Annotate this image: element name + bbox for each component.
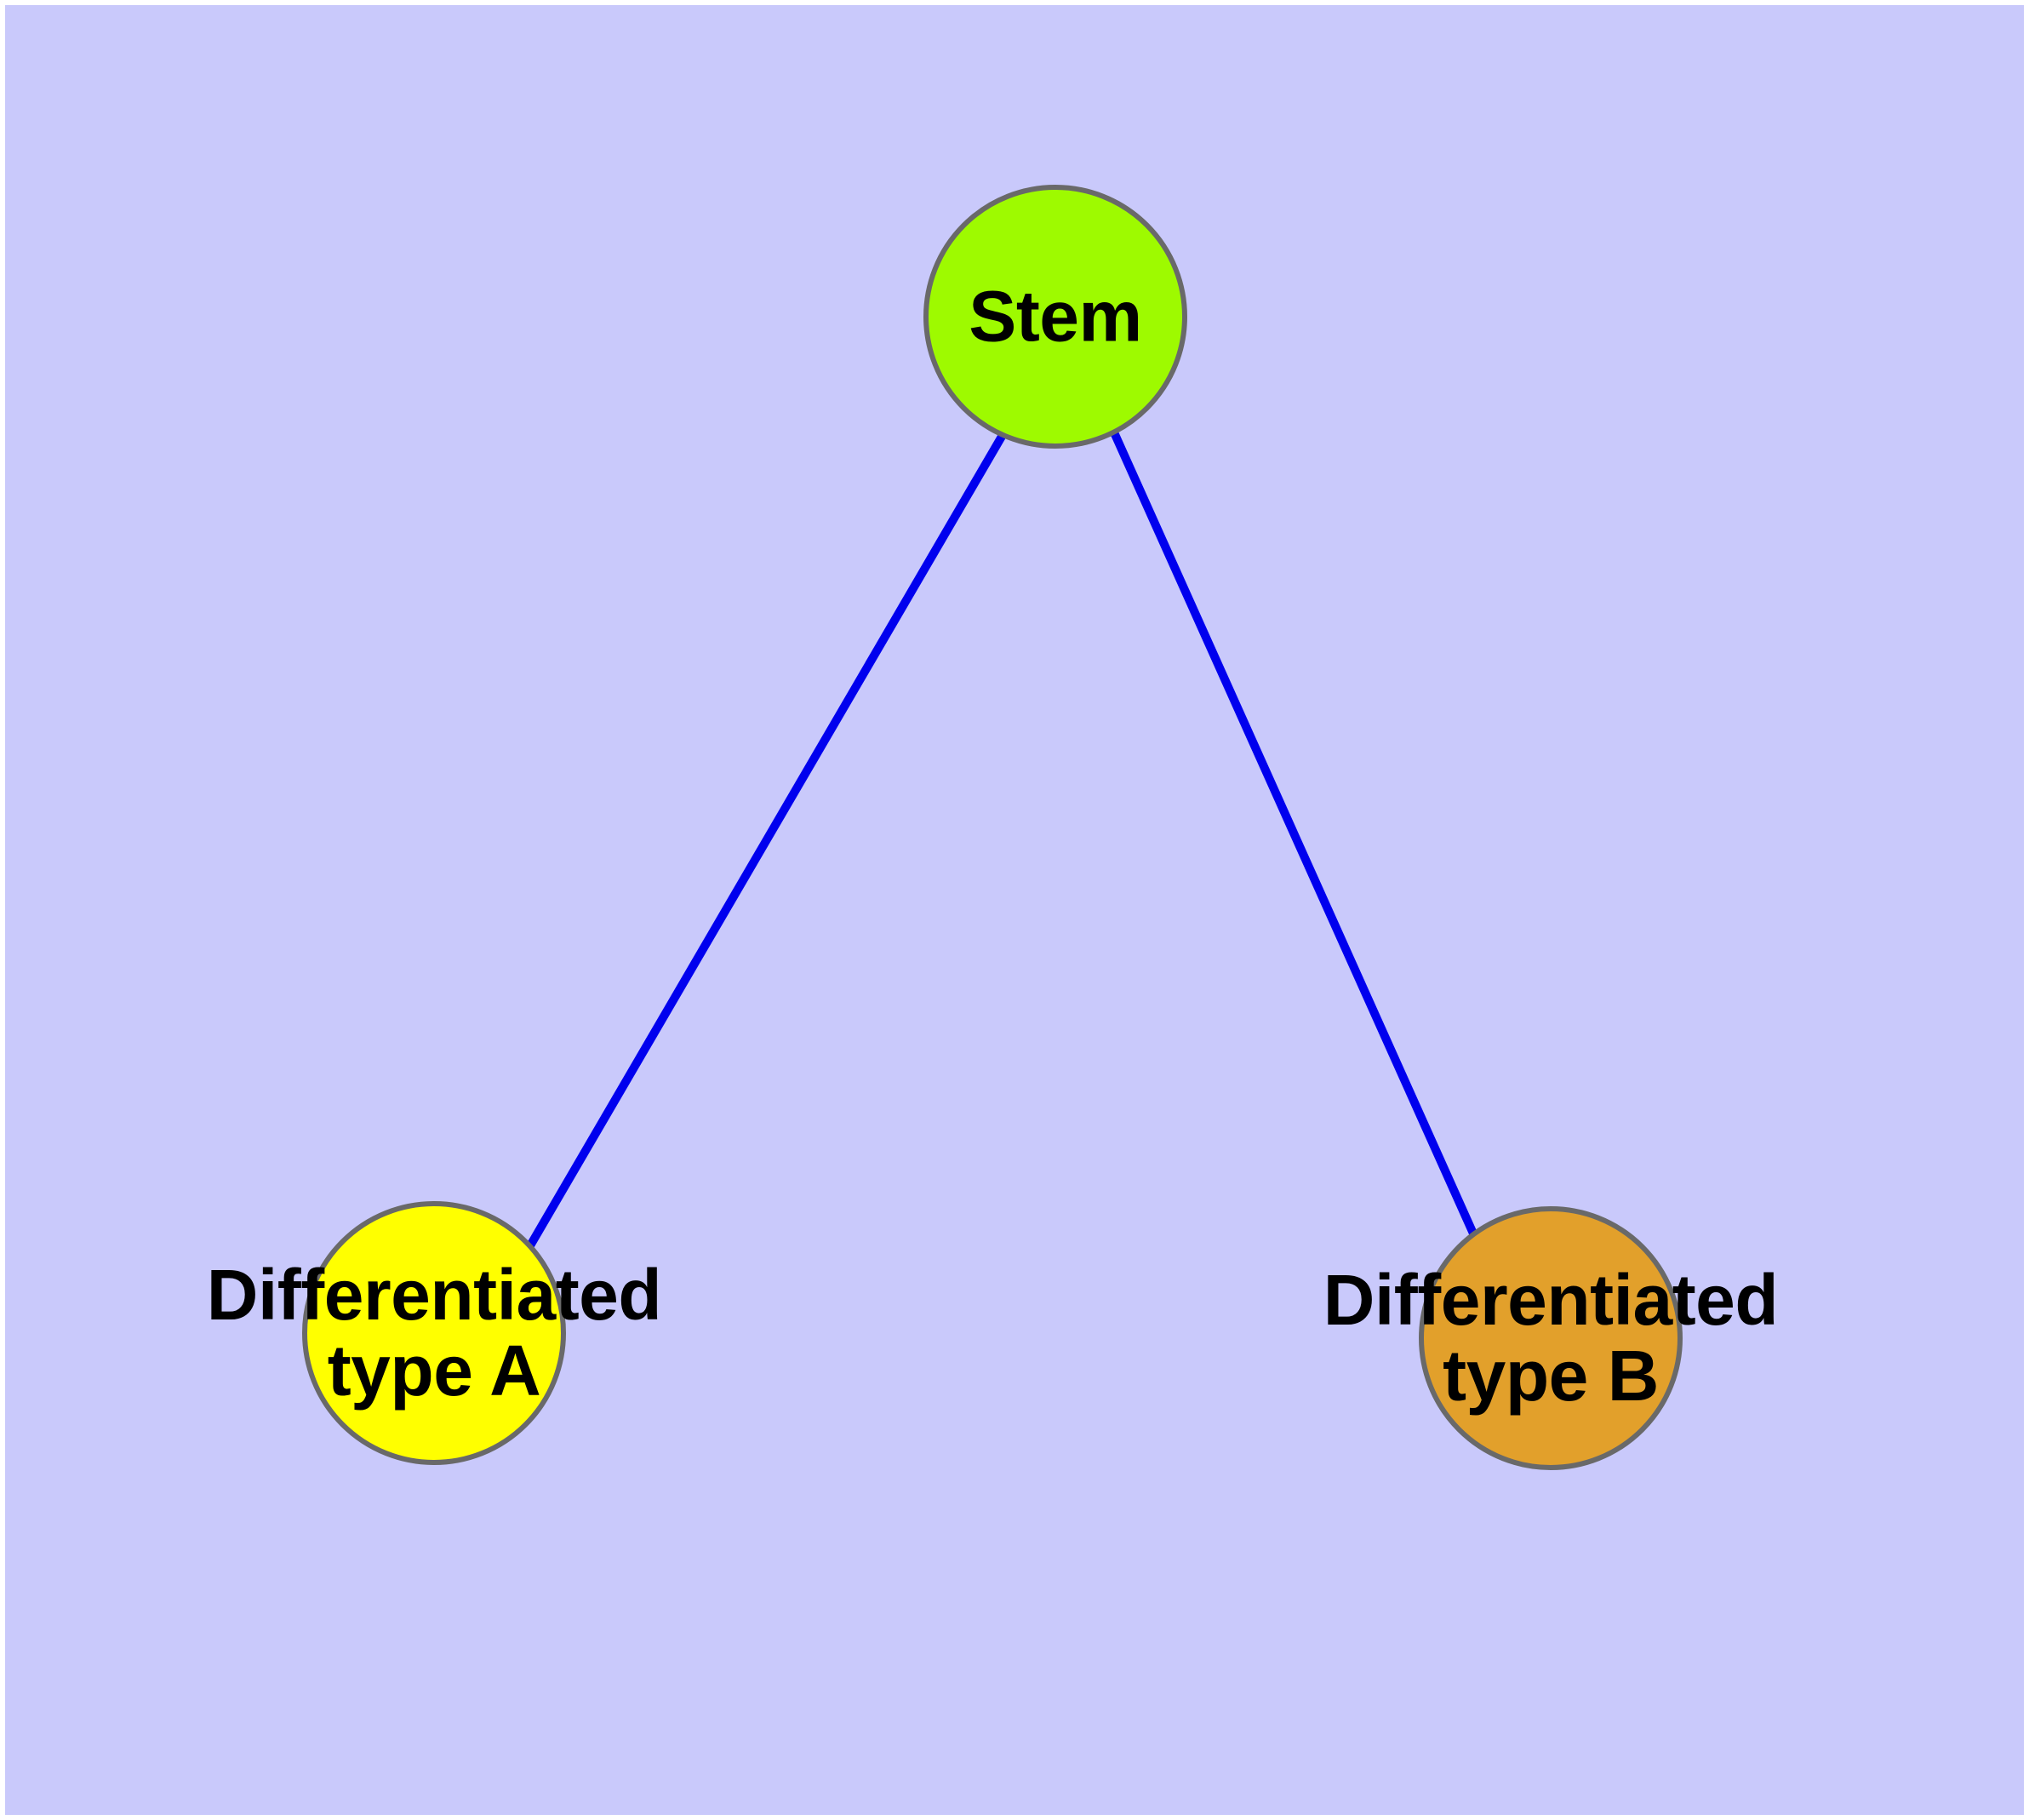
node-stem[interactable] bbox=[923, 185, 1187, 449]
edge-stem-to-differentiated-type-b[interactable] bbox=[1110, 430, 1477, 1236]
edge-stem-to-differentiated-type-a[interactable] bbox=[525, 432, 1007, 1250]
node-differentiated-type-b[interactable] bbox=[1419, 1206, 1683, 1470]
edge-group bbox=[525, 430, 1477, 1250]
node-differentiated-type-a[interactable] bbox=[302, 1201, 566, 1465]
node-group bbox=[302, 185, 1683, 1470]
